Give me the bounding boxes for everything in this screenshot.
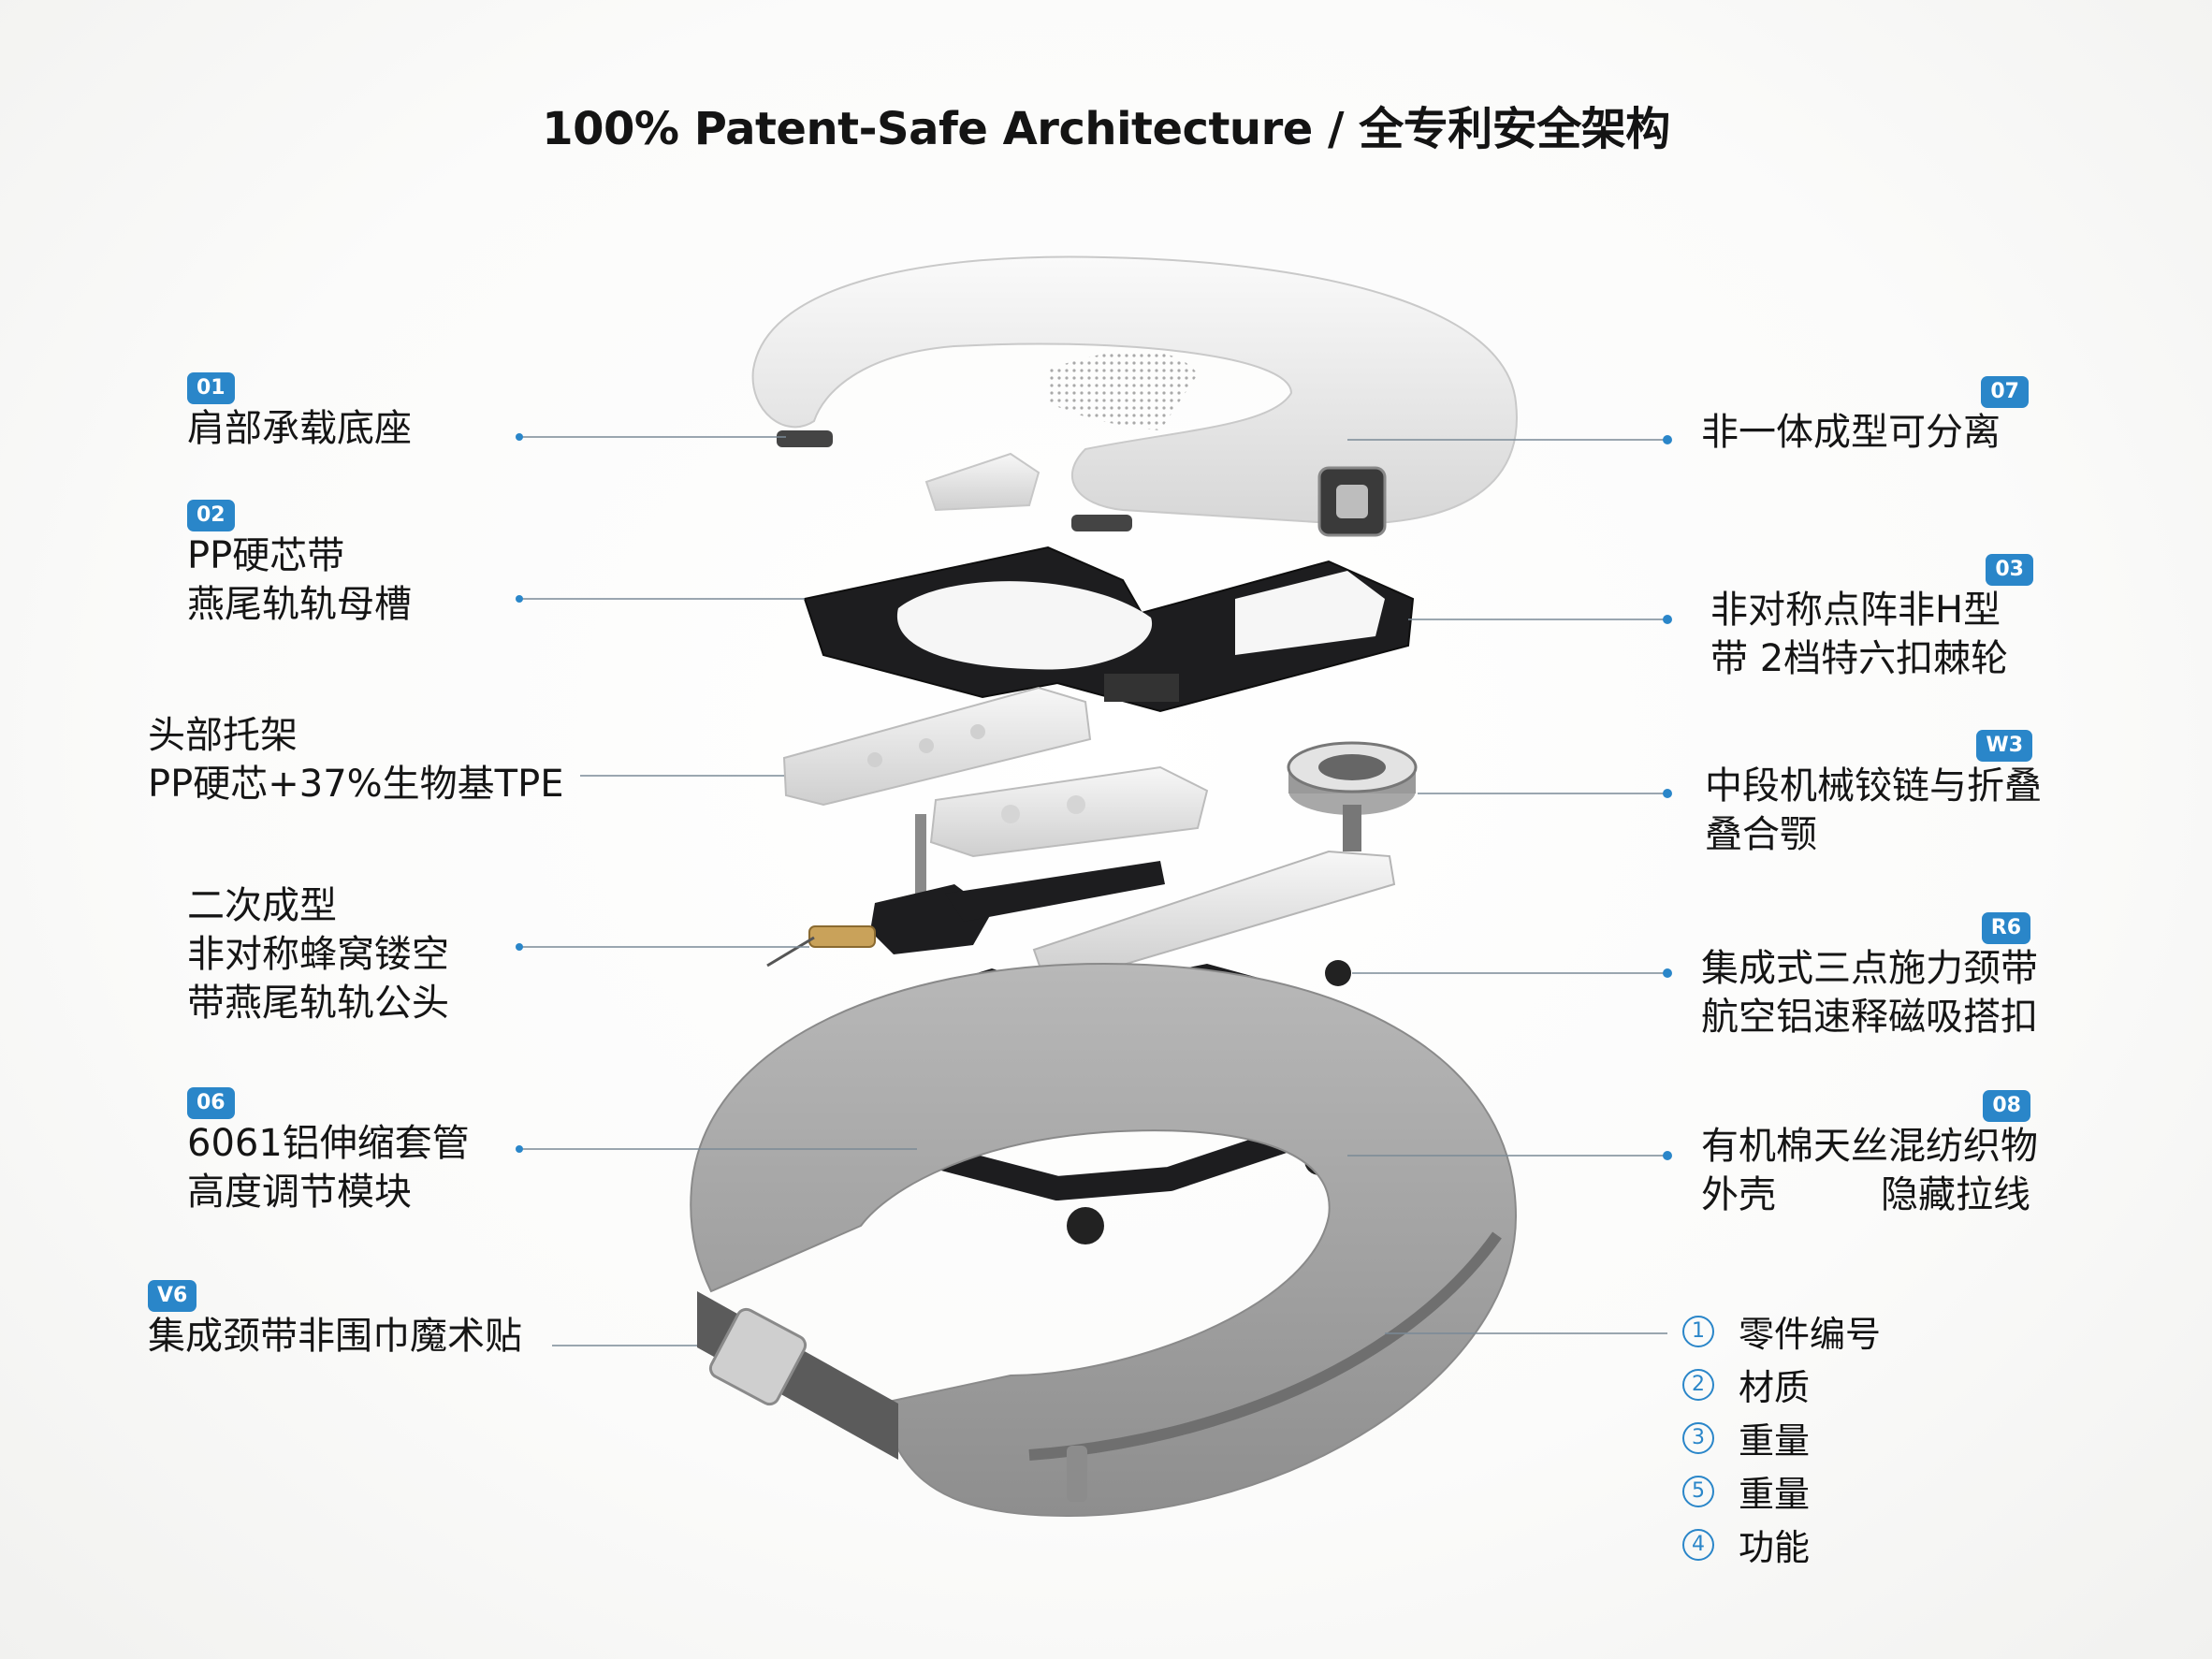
callout-label: 非对称点阵非H型 — [1710, 589, 2001, 632]
top-shell — [751, 255, 1518, 537]
aluminium-arm — [1032, 850, 1396, 975]
page-title: 100% Patent-Safe Architecture / 全专利安全架构 — [542, 103, 1670, 155]
callout-label: 中段机械铰链与折叠 — [1705, 764, 2042, 808]
leader-lines — [516, 433, 1672, 1346]
legend-item: 1 零件编号 — [1682, 1304, 1881, 1358]
callout-label: 二次成型 — [187, 884, 337, 927]
callout-label: 集成颈带非围巾魔术贴 — [148, 1315, 522, 1358]
callout-badge: 07 — [1981, 376, 2029, 408]
upper-black-frame — [803, 546, 1415, 713]
legend-text: 功能 — [1739, 1527, 1811, 1568]
callout-label: 6061铝伸缩套管 — [187, 1122, 470, 1165]
callout-head-bracket: 头部托架 PP硬芯+37%生物基TPE — [148, 711, 564, 808]
callout-label-row: 外壳 隐藏拉线 — [1701, 1171, 2030, 1219]
head-bracket — [782, 686, 1209, 858]
callout-label: 非一体成型可分离 — [1701, 411, 2001, 454]
callout-label: 带 2档特六扣棘轮 — [1710, 637, 2009, 680]
fabric-pillow — [690, 962, 1518, 1518]
legend-number: 4 — [1682, 1528, 1714, 1561]
callout-01: 01 肩部承载底座 — [187, 372, 412, 453]
callout-badge: R6 — [1981, 912, 2030, 944]
legend-text: 材质 — [1739, 1367, 1811, 1408]
callout-06: 06 6061铝伸缩套管 高度调节模块 — [187, 1087, 470, 1216]
legend-text: 零件编号 — [1739, 1314, 1882, 1355]
callout-label: 集成式三点施力颈带 — [1701, 947, 2038, 990]
legend-item: 3 重量 — [1682, 1411, 1881, 1464]
callout-badge: 02 — [187, 500, 235, 531]
callout-03: 03 非对称点阵非H型 带 2档特六扣棘轮 — [1710, 554, 2033, 683]
callout-label: 航空铝速释磁吸搭扣 — [1701, 996, 2038, 1039]
legend-number: 1 — [1682, 1315, 1714, 1347]
callout-w3: W3 中段机械铰链与折叠 叠合颚 — [1705, 730, 2042, 859]
callout-badge: 01 — [187, 372, 235, 404]
shell-clip — [924, 452, 1041, 512]
legend-text: 重量 — [1739, 1474, 1811, 1515]
ratchet-knob — [1287, 741, 1418, 851]
callout-label: 燕尾轨轨母槽 — [187, 583, 412, 626]
callout-label: PP硬芯+37%生物基TPE — [148, 763, 564, 806]
callout-v6: V6 集成颈带非围巾魔术贴 — [148, 1280, 522, 1361]
legend-item: 5 重量 — [1682, 1464, 1881, 1518]
callout-badge: W3 — [1976, 730, 2032, 762]
callout-07: 07 非一体成型可分离 — [1701, 376, 2029, 457]
callout-label: 高度调节模块 — [187, 1171, 412, 1214]
callout-badge: 08 — [1983, 1090, 2030, 1122]
callout-label: PP硬芯带 — [187, 534, 345, 577]
callout-02: 02 PP硬芯带 燕尾轨轨母槽 — [187, 500, 412, 629]
callout-label: 外壳 — [1701, 1173, 1776, 1216]
callout-overmold: 二次成型 非对称蜂窝镂空 带燕尾轨轨公头 — [187, 881, 449, 1027]
callout-r6: R6 集成式三点施力颈带 航空铝速释磁吸搭扣 — [1701, 912, 2038, 1041]
callout-label: 有机棉天丝混纺织物 — [1701, 1125, 2038, 1168]
hinge-lever — [766, 814, 1165, 968]
legend: 1 零件编号 2 材质 3 重量 5 重量 4 功能 — [1682, 1304, 1881, 1571]
legend-number: 2 — [1682, 1368, 1714, 1401]
legend-number: 5 — [1682, 1475, 1714, 1507]
callout-badge: V6 — [148, 1280, 197, 1312]
legend-number: 3 — [1682, 1421, 1714, 1454]
callout-label: 非对称蜂窝镂空 — [187, 933, 449, 976]
callout-label: 叠合颚 — [1705, 813, 1817, 856]
legend-item: 2 材质 — [1682, 1358, 1881, 1411]
callout-badge: 03 — [1986, 554, 2033, 586]
legend-text: 重量 — [1739, 1420, 1811, 1462]
callout-label: 带燕尾轨轨公头 — [187, 982, 449, 1025]
callout-label: 肩部承载底座 — [187, 407, 412, 450]
callout-08: 08 有机棉天丝混纺织物 外壳 隐藏拉线 — [1701, 1090, 2038, 1219]
callout-label: 头部托架 — [148, 714, 298, 757]
legend-item: 4 功能 — [1682, 1518, 1881, 1571]
callout-label: 隐藏拉线 — [1881, 1173, 2030, 1216]
callout-badge: 06 — [187, 1087, 235, 1119]
